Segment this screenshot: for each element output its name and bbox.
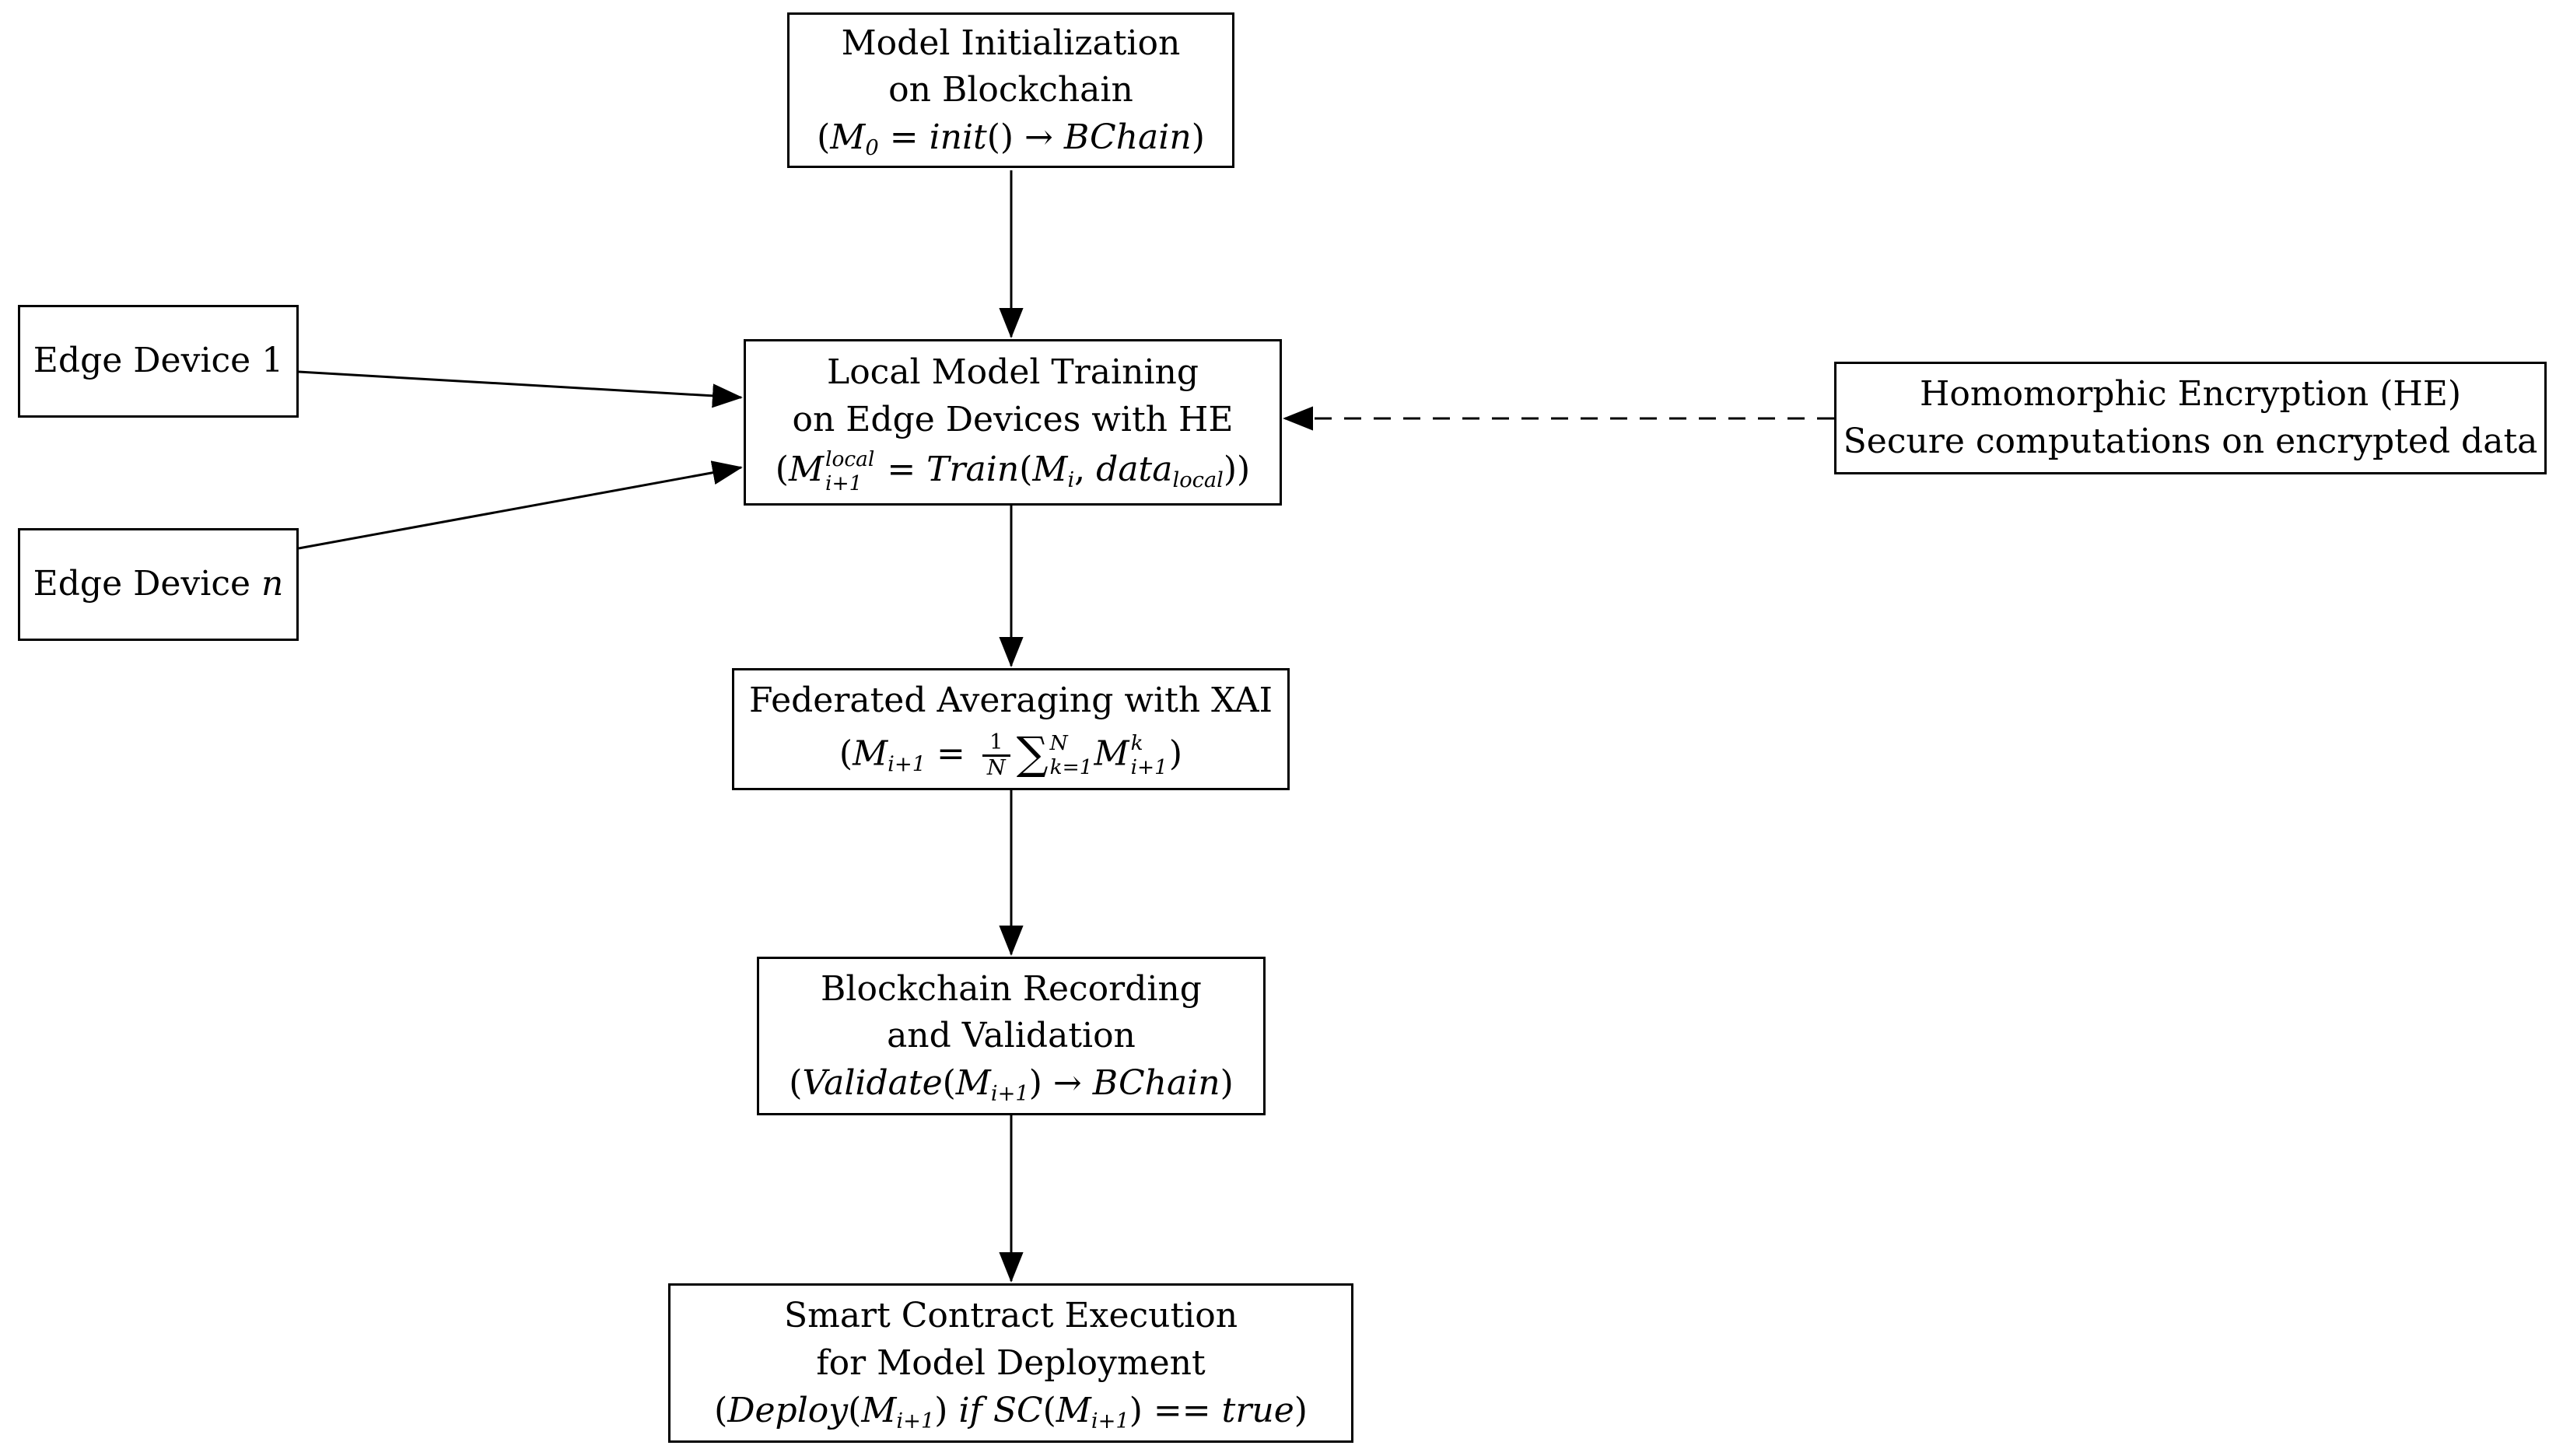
box-title-line: Blockchain Recording (821, 968, 1202, 1009)
box-blockchain-recording: Blockchain Recording and Validation (Val… (757, 957, 1266, 1115)
box-title-line: Smart Contract Execution (783, 1296, 1238, 1336)
box-title-line: Model Initialization (841, 23, 1181, 63)
arrow-edge-device-1-to-training (298, 370, 743, 408)
box-edge-device-1: Edge Device 1 (18, 305, 299, 418)
arrow-edge-device-n-to-training (298, 460, 743, 550)
box-title-line: on Blockchain (888, 70, 1133, 110)
box-title-line: Homomorphic Encryption (HE) (1919, 373, 2462, 414)
box-homomorphic-encryption: Homomorphic Encryption (HE) Secure compu… (1834, 362, 2547, 474)
box-title-line: for Model Deployment (816, 1342, 1206, 1383)
box-label: Edge Device n (33, 564, 284, 604)
box-title-line: Federated Averaging with XAI (748, 681, 1273, 721)
box-formula: (Deploy(Mi+1) if SC(Mi+1) == true) (714, 1390, 1308, 1433)
box-model-initialization: Model Initialization on Blockchain (M0 =… (787, 12, 1234, 168)
box-local-training: Local Model Training on Edge Devices wit… (744, 339, 1282, 506)
box-title-line: and Validation (887, 1016, 1136, 1056)
box-label: Edge Device 1 (33, 341, 284, 381)
box-formula: (M0 = init() → BChain) (817, 117, 1205, 161)
box-edge-device-n: Edge Device n (18, 528, 299, 641)
box-title-line: on Edge Devices with HE (792, 399, 1234, 439)
box-formula: (Validate(Mi+1) → BChain) (789, 1063, 1234, 1107)
box-title-line: Secure computations on encrypted data (1843, 421, 2538, 461)
box-title-line: Local Model Training (826, 352, 1199, 392)
box-smart-contract: Smart Contract Execution for Model Deplo… (668, 1283, 1353, 1443)
